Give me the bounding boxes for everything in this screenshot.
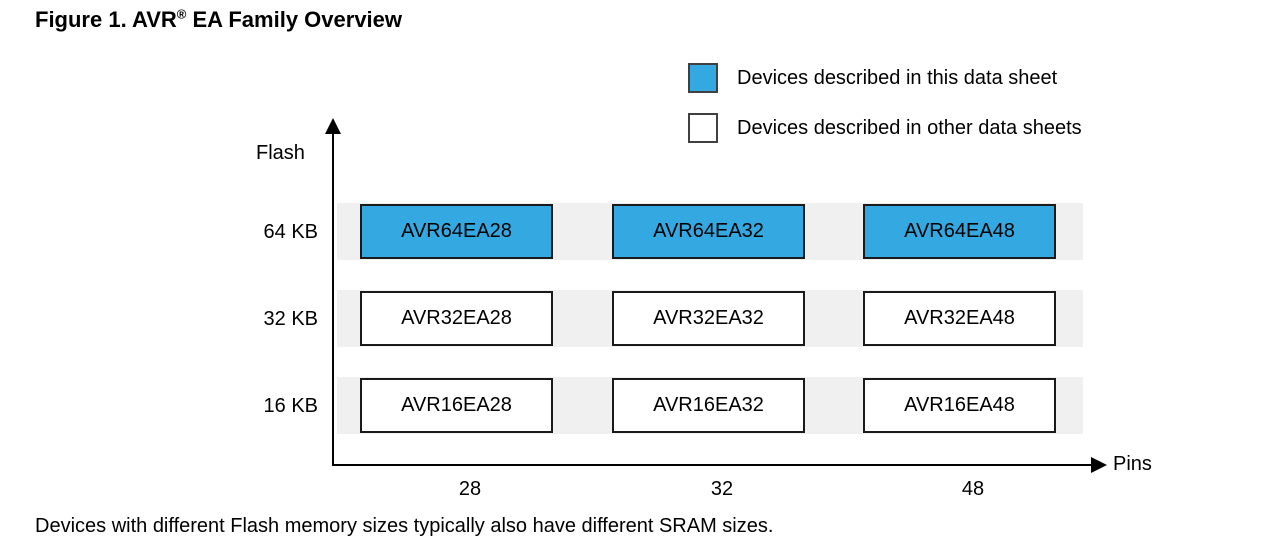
registered-trademark-symbol: ® xyxy=(176,6,187,22)
device-box-avr64ea28: AVR64EA28 xyxy=(360,204,553,259)
x-axis-line xyxy=(333,464,1093,466)
device-box-avr32ea32: AVR32EA32 xyxy=(612,291,805,346)
figure-title: Figure 1. AVR® EA Family Overview xyxy=(35,7,402,33)
legend-item-label: Devices described in this data sheet xyxy=(737,66,1058,89)
y-tick-64kb: 64 KB xyxy=(263,221,318,243)
y-tick-32kb: 32 KB xyxy=(263,308,318,330)
legend: Devices described in this data sheet Dev… xyxy=(688,63,1082,163)
device-box-avr16ea48: AVR16EA48 xyxy=(863,378,1056,433)
legend-item-label: Devices described in other data sheets xyxy=(737,116,1082,139)
y-axis-label-flash: Flash xyxy=(256,142,305,164)
legend-item-other-datasheets: Devices described in other data sheets xyxy=(688,113,1082,143)
x-tick-48: 48 xyxy=(961,478,985,500)
device-box-avr16ea32: AVR16EA32 xyxy=(612,378,805,433)
device-box-avr64ea48: AVR64EA48 xyxy=(863,204,1056,259)
y-tick-16kb: 16 KB xyxy=(263,395,318,417)
x-tick-32: 32 xyxy=(710,478,734,500)
device-box-avr32ea28: AVR32EA28 xyxy=(360,291,553,346)
legend-item-this-datasheet: Devices described in this data sheet xyxy=(688,63,1082,93)
device-box-avr16ea28: AVR16EA28 xyxy=(360,378,553,433)
x-axis-label-pins: Pins xyxy=(1113,453,1152,475)
figure-title-suffix: EA Family Overview xyxy=(186,7,403,32)
x-axis-arrow-right-icon xyxy=(1091,457,1107,473)
device-box-avr64ea32: AVR64EA32 xyxy=(612,204,805,259)
y-axis-arrow-up-icon xyxy=(325,118,341,134)
legend-swatch-highlighted-icon xyxy=(688,63,718,93)
y-axis-line xyxy=(332,130,334,466)
legend-swatch-plain-icon xyxy=(688,113,718,143)
figure-caption: Devices with different Flash memory size… xyxy=(35,515,774,537)
device-box-avr32ea48: AVR32EA48 xyxy=(863,291,1056,346)
figure-title-prefix: Figure 1. AVR xyxy=(35,7,177,32)
x-tick-28: 28 xyxy=(458,478,482,500)
